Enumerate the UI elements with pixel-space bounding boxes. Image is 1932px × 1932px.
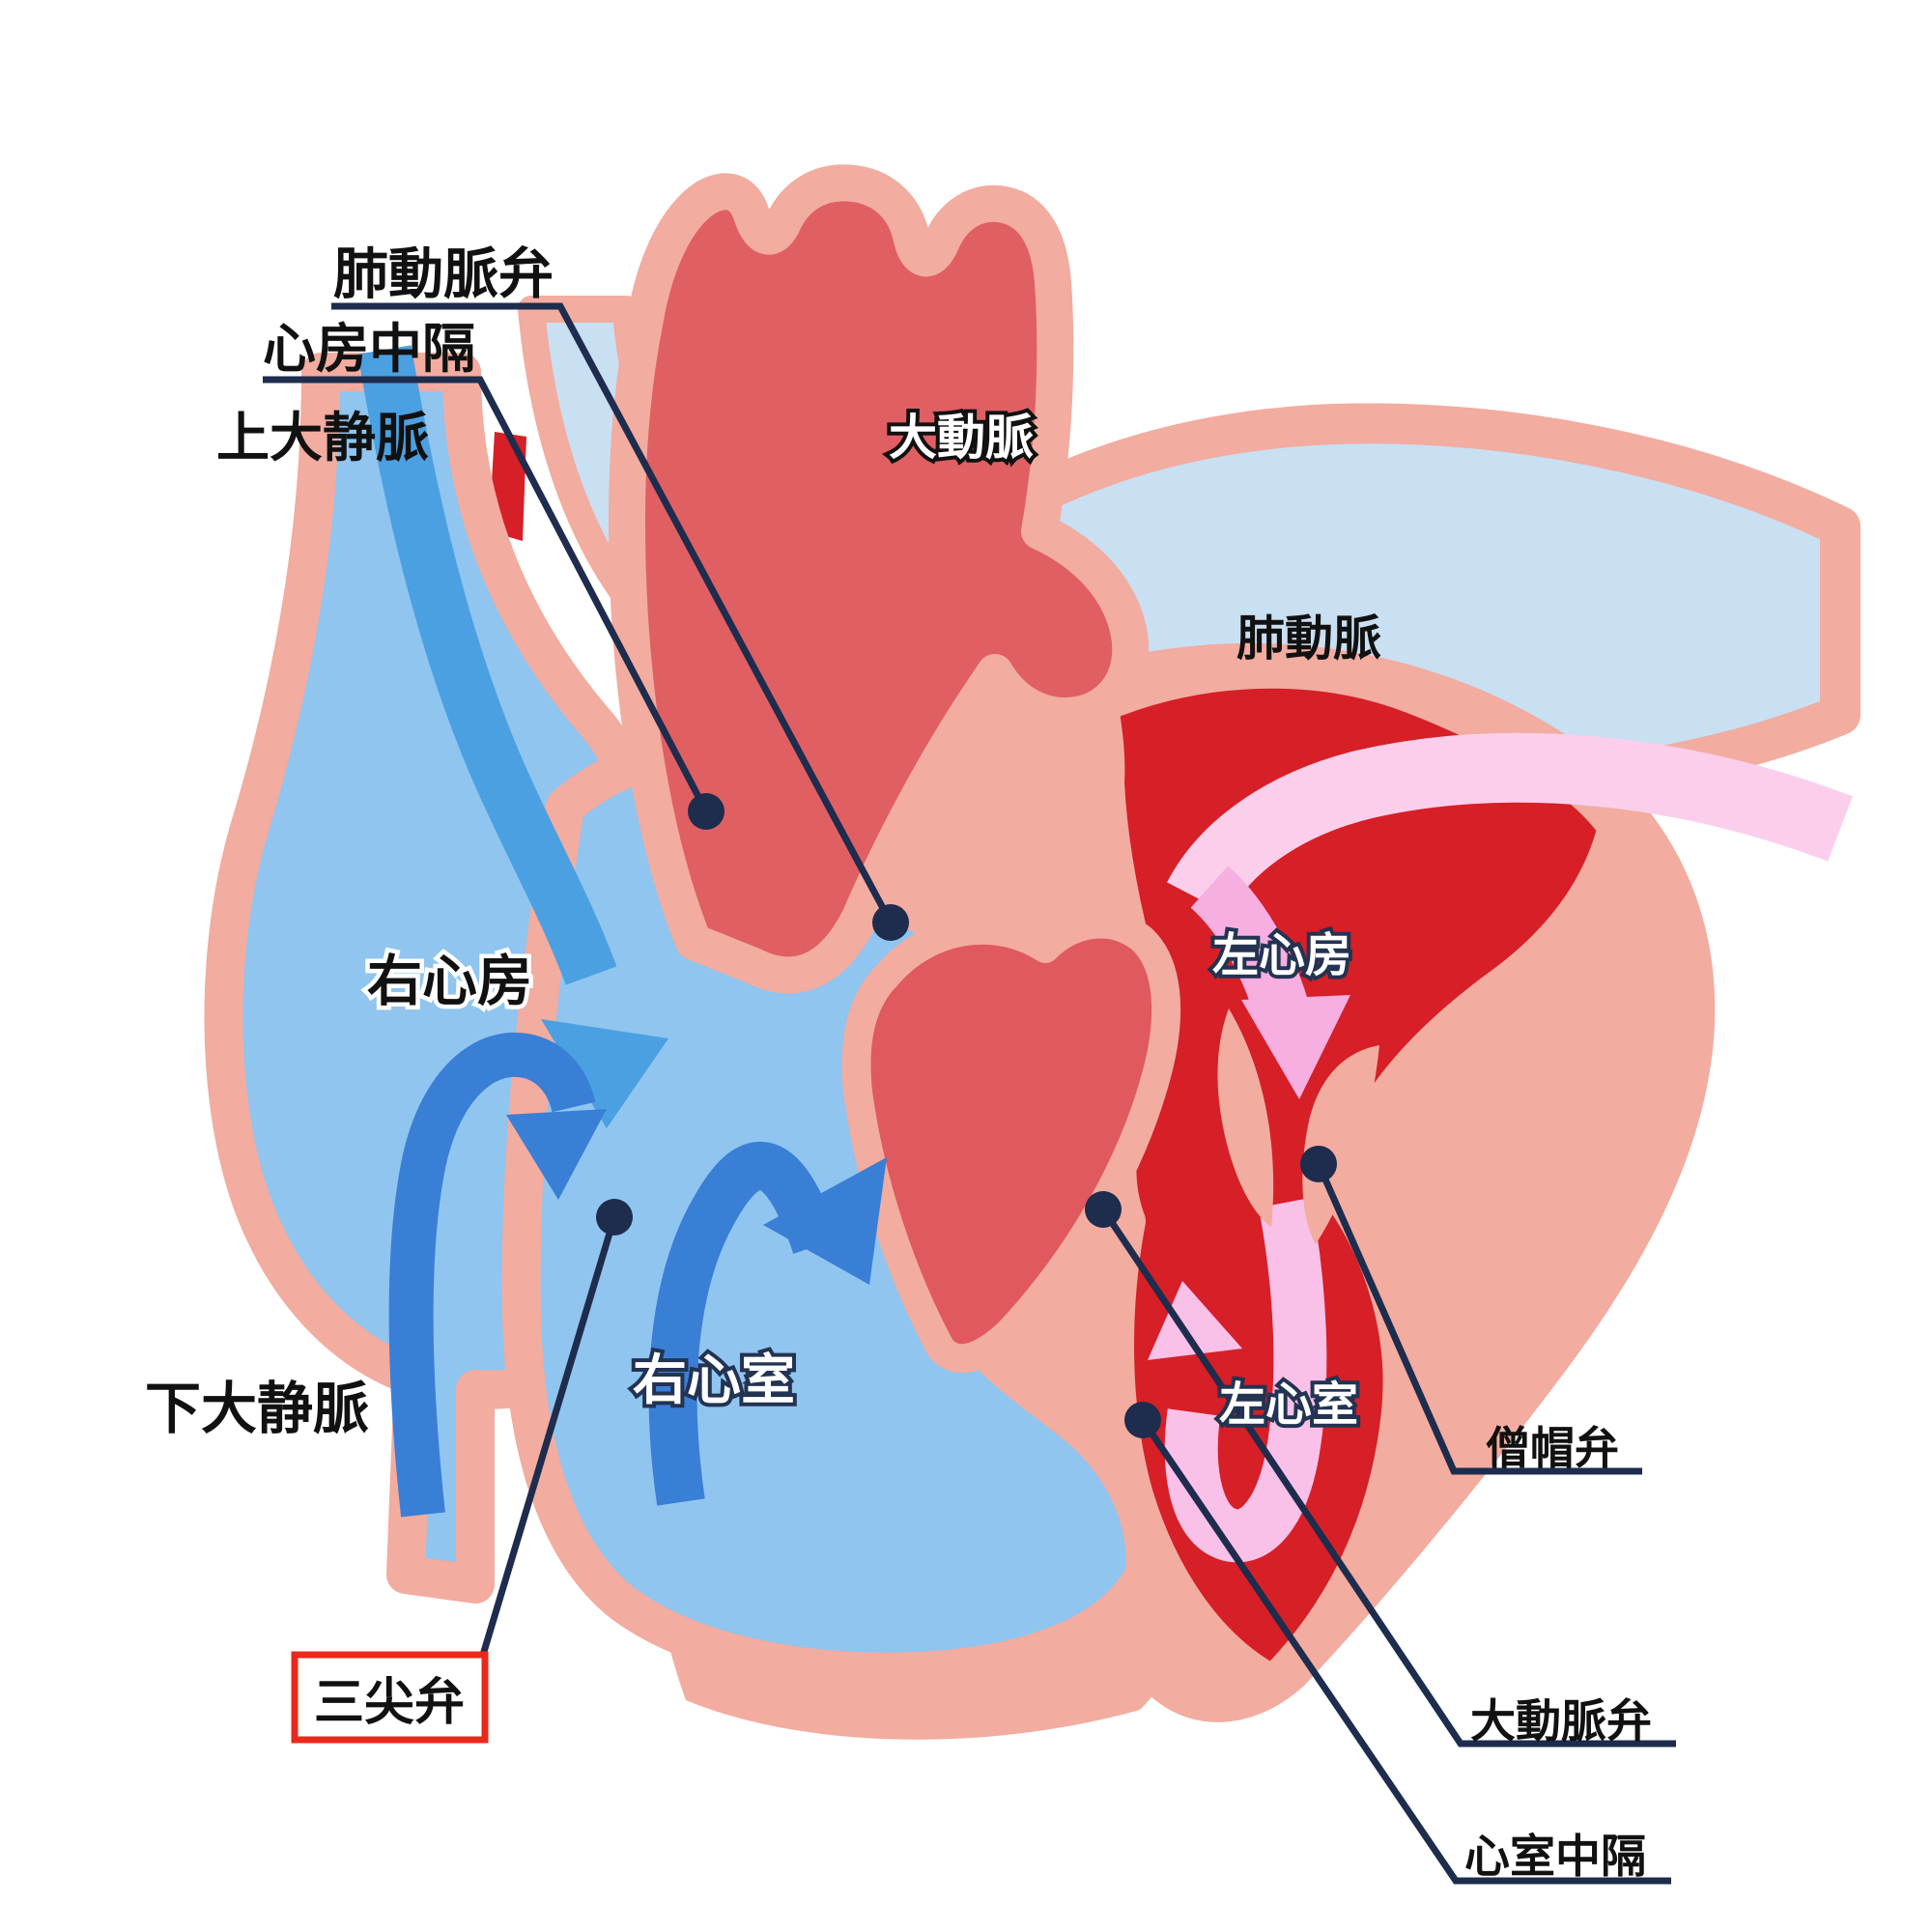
atrial-septum-label: 心房中隔 (263, 318, 475, 380)
ivc-flow-arrow-shaft (388, 1032, 596, 1518)
aortic-valve-label: 大動脈弁 (1470, 1695, 1652, 1748)
tricuspid-valve-label: 三尖弁 (314, 1674, 465, 1732)
atrial-septum-dot (688, 793, 724, 830)
mitral-valve-leader (1315, 1162, 1642, 1475)
rv-flow-arrow-shaft (648, 1142, 839, 1506)
mitral-valve-label: 僧帽弁 (1486, 1422, 1619, 1474)
aortic-valve-dot (1085, 1191, 1122, 1228)
lv-flow-arrow-head (1148, 1281, 1242, 1360)
aortic-valve-leader (1100, 1208, 1676, 1747)
pulmonary-valve-leader (331, 302, 895, 924)
left-atrium-label: 左心房 (1212, 928, 1351, 982)
tricuspid-valve-leader (479, 1215, 618, 1657)
mitral-leaflet-right (1302, 1045, 1379, 1244)
pulmonary-vein-ribbon (1167, 732, 1853, 916)
aorta-label: 大動脈 (889, 410, 1034, 466)
aorta-vessel (608, 164, 1150, 994)
tricuspid-highlight-box (291, 1651, 489, 1744)
svc-flow-arrow-head (541, 1019, 668, 1128)
svc-flow-ribbon (357, 345, 617, 985)
left-ventricle-label: 左心室 (1219, 1378, 1358, 1432)
pulmonary-valve-dot (872, 904, 909, 941)
pulmonary-valve-label: 肺動脈弁 (333, 242, 554, 306)
ventricular-septum-leader (1140, 1418, 1671, 1885)
superior-vena-cava-label: 上大静脈 (216, 407, 429, 469)
mitral-leaflet-left (1217, 1009, 1274, 1227)
tricuspid-valve-dot (596, 1199, 633, 1236)
la-inflow-arrow-head (1241, 995, 1350, 1099)
right-atrium-label: 右心房 (367, 950, 532, 1013)
rv-flow-arrow-head (763, 1157, 887, 1285)
right-ventricle-label: 右心室 (633, 1350, 795, 1412)
ivc-flow-arrow-head (506, 1109, 607, 1200)
ventricular-septum-dot (1124, 1402, 1161, 1438)
atrial-septum-leader (263, 376, 710, 813)
inferior-vena-cava-label: 下大静脈 (145, 1376, 369, 1441)
mitral-valve-dot (1300, 1146, 1337, 1182)
pulmonary-artery-label: 肺動脈 (1236, 611, 1381, 667)
ventricular-septum-label: 心室中隔 (1464, 1831, 1646, 1884)
